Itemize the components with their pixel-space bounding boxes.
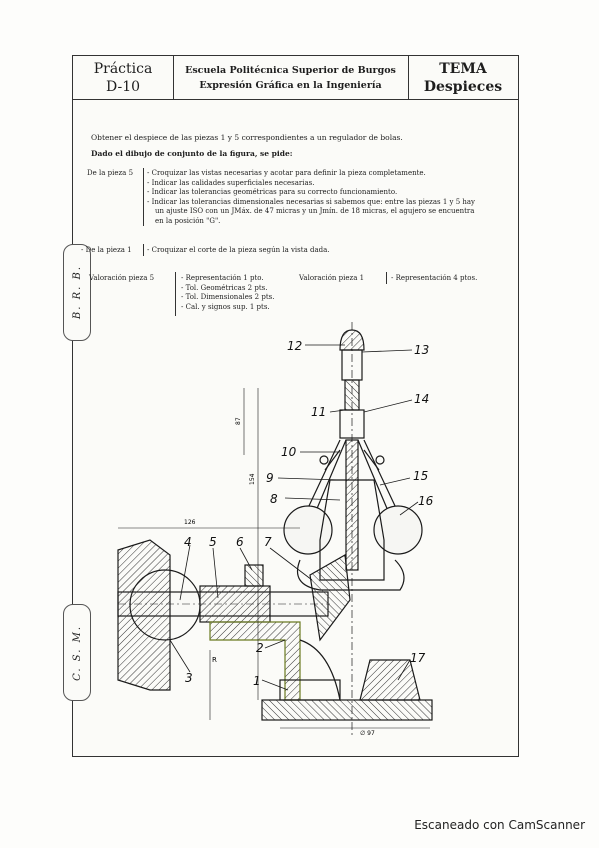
bracket-line xyxy=(143,244,144,256)
valoracion5-label: Valoración pieza 5 xyxy=(89,274,155,282)
practice-code: D-10 xyxy=(105,78,141,95)
pieza5-item: - Indicar las tolerancias geométricas pa… xyxy=(147,188,398,196)
dimension-label: ∅ 97 xyxy=(360,730,375,737)
valoracion1-item: - Representación 4 ptos. xyxy=(391,274,478,282)
part-number: 3 xyxy=(185,671,193,685)
pieza5-label: De la pieza 5 xyxy=(87,169,134,177)
part-number: 16 xyxy=(418,494,434,508)
pieza1-item: - Croquizar el corte de la pieza según l… xyxy=(147,246,330,254)
pieza1-label: - De la pieza 1 xyxy=(81,246,132,254)
pieza5-item: - Indicar las calidades superficiales ne… xyxy=(147,178,315,187)
pieza5-item: un ajuste ISO con un JMáx. de 47 micras … xyxy=(155,207,475,215)
pieza5-item: en la posición "G". xyxy=(155,216,221,225)
practice-cell: Práctica D-10 xyxy=(73,56,174,99)
signature-stamp-bottom: C. S. M. xyxy=(63,604,91,701)
part-number: 1 xyxy=(253,674,261,688)
valoracion1-label: Valoración pieza 1 xyxy=(299,274,365,282)
title-block: Práctica D-10 Escuela Politécnica Superi… xyxy=(73,56,518,100)
part-number: 2 xyxy=(256,641,264,655)
part-number: 7 xyxy=(264,535,272,549)
valoracion5-item: - Cal. y signos sup. 1 pts. xyxy=(181,302,270,311)
given-text: Dado el dibujo de conjunto de la figura,… xyxy=(91,149,293,158)
department-name: Expresión Gráfica en la Ingeniería xyxy=(199,79,382,91)
intro-text: Obtener el despiece de las piezas 1 y 5 … xyxy=(91,133,403,142)
valoracion5-item: - Tol. Dimensionales 2 pts. xyxy=(181,293,275,301)
school-name: Escuela Politécnica Superior de Burgos xyxy=(185,64,396,76)
part-number: 9 xyxy=(266,471,274,485)
signature-stamp-top: B. R. B. xyxy=(63,244,91,341)
part-number: 12 xyxy=(287,339,302,353)
part-number: 4 xyxy=(184,535,192,549)
topic-label: TEMA xyxy=(439,60,487,77)
part-number: 8 xyxy=(270,492,278,506)
dimension-label: R xyxy=(212,656,217,664)
part-number: 10 xyxy=(281,445,297,459)
part-number: 15 xyxy=(413,469,428,483)
bracket-line xyxy=(386,272,387,284)
dimension-label: 126 xyxy=(184,519,196,526)
valoracion5-item: - Tol. Geométricas 2 pts. xyxy=(181,283,268,292)
pieza5-item: - Indicar las tolerancias dimensionales … xyxy=(147,197,476,206)
part-number: 6 xyxy=(236,535,244,549)
topic-value: Despieces xyxy=(423,78,503,95)
part-number: 11 xyxy=(311,405,326,419)
pieza5-item: - Croquizar las vistas necesarias y acot… xyxy=(147,169,426,177)
school-cell: Escuela Politécnica Superior de Burgos E… xyxy=(173,56,409,99)
dimension-label: 87 xyxy=(235,417,242,425)
topic-cell: TEMA Despieces xyxy=(408,56,518,99)
practice-label: Práctica xyxy=(93,60,153,77)
bracket-line xyxy=(175,272,176,316)
part-number: 13 xyxy=(414,343,429,357)
valoracion5-item: - Representación 1 pto. xyxy=(181,274,264,282)
dimension-label: 154 xyxy=(249,473,256,485)
part-number: 14 xyxy=(414,392,429,406)
scanner-watermark: Escaneado con CamScanner xyxy=(414,818,585,832)
part-number: 5 xyxy=(209,535,217,549)
bracket-line xyxy=(143,168,144,226)
part-number: 17 xyxy=(410,651,426,665)
